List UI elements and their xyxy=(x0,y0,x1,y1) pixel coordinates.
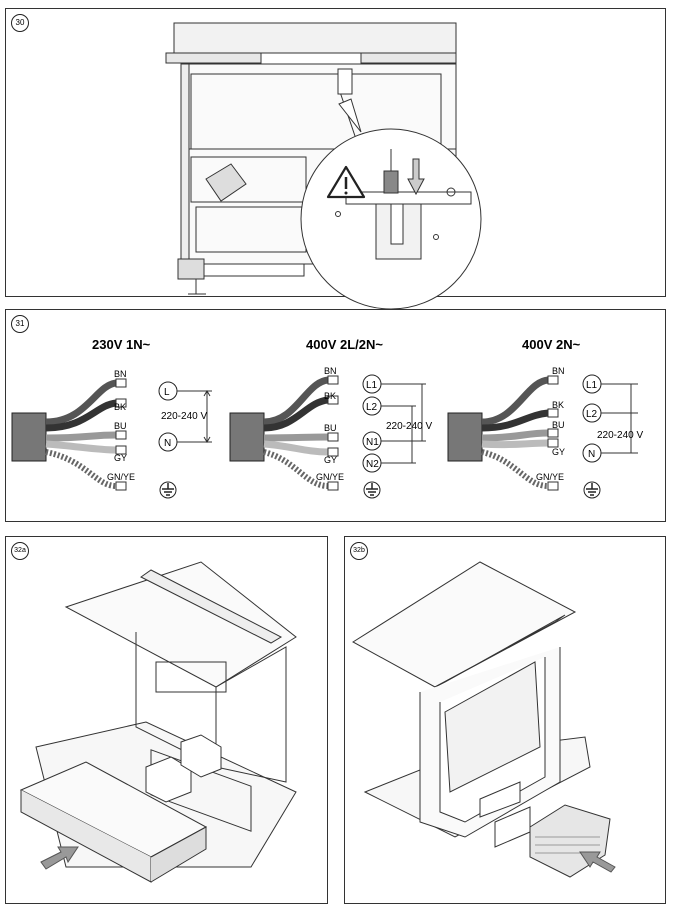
warning-triangle-icon xyxy=(326,165,366,199)
d1-wire-bk: BK xyxy=(114,402,126,412)
d3-wire-gnye: GN/YE xyxy=(536,472,564,482)
d2-terminal-l2: L2 xyxy=(366,402,378,413)
d2-terminal-n2: N2 xyxy=(366,459,379,470)
d2-wire-bk: BK xyxy=(324,391,336,401)
ground-symbol-icon xyxy=(583,481,601,499)
d2-wire-gnye: GN/YE xyxy=(316,472,344,482)
d3-wire-bn: BN xyxy=(552,366,565,376)
d2-terminal-n1: N1 xyxy=(366,437,379,448)
figure-31-number: 31 xyxy=(11,315,29,333)
diagram-2-title: 400V 2L/2N~ xyxy=(306,337,383,352)
figure-32b-panel: 32b xyxy=(344,536,666,904)
d2-voltage: 220-240 V xyxy=(386,421,432,432)
d2-wire-bu: BU xyxy=(324,423,337,433)
diagram-3-title: 400V 2N~ xyxy=(522,337,581,352)
d3-wire-bk: BK xyxy=(552,400,564,410)
figure-32a-panel: 32a xyxy=(5,536,328,904)
wiring-diagram-1: 230V 1N~ BN BK BU GY GN/YE L N 22 xyxy=(11,337,212,499)
ground-symbol-icon xyxy=(363,481,381,499)
d3-terminal-n: N xyxy=(588,449,595,460)
figure-30-illustration xyxy=(165,22,482,310)
d3-terminal-l2: L2 xyxy=(586,409,598,420)
figure-32b-number: 32b xyxy=(350,542,368,560)
d1-wire-bu: BU xyxy=(114,421,127,431)
diagram-1-title: 230V 1N~ xyxy=(92,337,151,352)
d3-terminal-l1: L1 xyxy=(586,380,598,391)
d1-voltage: 220-240 V xyxy=(161,411,207,422)
d1-wire-gnye: GN/YE xyxy=(107,472,135,482)
d3-wire-bu: BU xyxy=(552,420,565,430)
insert-arrow-icon xyxy=(579,851,616,873)
d2-wire-gy: GY xyxy=(324,455,337,465)
figure-32a-number: 32a xyxy=(11,542,29,560)
d1-wire-bn: BN xyxy=(114,369,127,379)
wiring-diagram-2: 400V 2L/2N~ BN BK BU GY GN/YE L1 L2 N1 N… xyxy=(229,337,432,499)
figure-31-panel: 31 230V 1N~ BN BK BU GY GN/YE L N xyxy=(5,309,666,522)
d1-terminal-n: N xyxy=(164,438,171,449)
figure-30-number: 30 xyxy=(11,14,29,32)
d3-wire-gy: GY xyxy=(552,447,565,457)
d2-terminal-l1: L1 xyxy=(366,380,378,391)
d1-wire-gy: GY xyxy=(114,453,127,463)
d2-wire-bn: BN xyxy=(324,366,337,376)
d1-terminal-l: L xyxy=(164,387,170,398)
wiring-diagram-3: 400V 2N~ BN BK BU GY GN/YE L1 L2 N xyxy=(447,337,643,499)
figure-32b-illustration xyxy=(352,561,616,878)
figure-31-wiring-diagrams: 230V 1N~ BN BK BU GY GN/YE L N 22 xyxy=(11,337,643,499)
d3-voltage: 220-240 V xyxy=(597,430,643,441)
figure-32a-illustration xyxy=(19,561,297,883)
figure-30-panel: 30 xyxy=(5,8,666,310)
ground-symbol-icon xyxy=(159,481,177,499)
insert-arrow-icon xyxy=(40,846,79,870)
